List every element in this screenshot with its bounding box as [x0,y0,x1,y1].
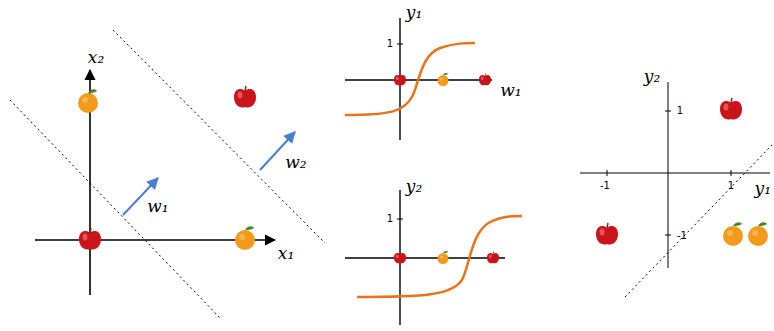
axis-label: y₂ [644,68,660,85]
tick-label: 1 [387,214,393,224]
weight-label: w₂ [285,154,306,171]
tick-label: -1 [600,181,610,191]
axis-label: x₁ [278,245,294,262]
axis-label: y₂ [406,178,422,195]
tick-label: 1 [387,39,393,49]
tick-label: 1 [677,106,683,116]
tick-label: -1 [677,231,687,241]
tick-label: 1 [728,181,734,191]
axis-label: y₁ [755,180,771,197]
axis-label: y₁ [406,4,422,21]
weight-label: w₁ [147,198,168,215]
axis-label: w₁ [500,82,521,99]
axis-label: x₂ [88,49,104,66]
